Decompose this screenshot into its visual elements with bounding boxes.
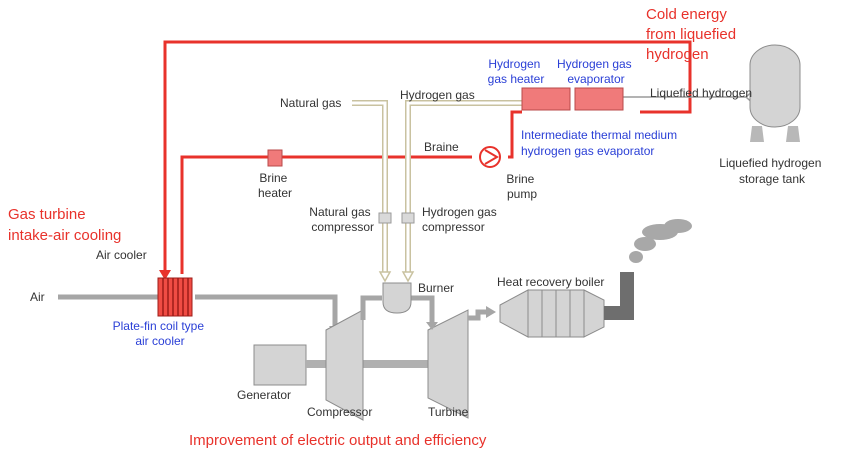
brine-line-bottom xyxy=(180,155,472,274)
text-labels: Cold energy from liquefied hydrogen Hydr… xyxy=(8,6,824,449)
turbine xyxy=(427,309,469,419)
plate-fin-label: Plate-fin coil type air cooler xyxy=(113,319,208,348)
natural-gas-pipe xyxy=(352,100,388,275)
air-label: Air xyxy=(30,290,45,304)
compressor-to-burner-pipe xyxy=(360,295,382,320)
generator-label: Generator xyxy=(237,388,291,402)
cold-energy-label: Cold energy from liquefied hydrogen xyxy=(646,6,740,63)
hydrogen-gas-compressor xyxy=(401,212,415,224)
burner-label: Burner xyxy=(418,281,454,295)
brine-loop xyxy=(159,40,692,280)
turbine-exhaust-pipe xyxy=(468,309,488,321)
liquefied-hydrogen-label: Liquefied hydrogen xyxy=(650,86,752,100)
brine-pump xyxy=(479,146,501,168)
natural-gas-arrow xyxy=(378,271,392,283)
heat-recovery-boiler-label: Heat recovery boiler xyxy=(497,275,604,289)
air-cooler-label: Air cooler xyxy=(96,248,147,262)
brine-line-to-evaporator xyxy=(508,110,522,159)
natural-gas-compressor-label: Natural gas compressor xyxy=(309,205,374,234)
brine-line-top xyxy=(163,40,692,274)
hydrogen-gas-arrow xyxy=(401,271,415,283)
brine-heater xyxy=(267,149,283,167)
hydrogen-gas-label: Hydrogen gas xyxy=(400,88,475,102)
compressor xyxy=(325,309,364,421)
improvement-label: Improvement of electric output and effic… xyxy=(189,432,487,449)
hydrogen-gas-compressor-label: Hydrogen gas compressor xyxy=(422,205,500,234)
hydrogen-gas-evaporator-label: Hydrogen gas evaporator xyxy=(557,57,635,86)
liquefied-hydrogen-storage-tank xyxy=(749,44,801,142)
gas-turbine-plant xyxy=(58,219,692,421)
hydrogen-gas-heater xyxy=(521,87,571,111)
heat-recovery-boiler xyxy=(499,289,622,338)
brine-pump-label: Brine pump xyxy=(506,172,537,201)
generator xyxy=(253,344,307,386)
gas-turbine-cooling-label: Gas turbine intake-air cooling xyxy=(8,206,121,244)
storage-tank-label: Liquefied hydrogen storage tank xyxy=(719,156,824,186)
natural-gas-compressor xyxy=(378,212,392,224)
compressor-label: Compressor xyxy=(307,405,372,419)
intermediate-evaporator-label: Intermediate thermal medium hydrogen gas… xyxy=(521,128,680,158)
hydrogen-gas-pipe xyxy=(405,100,522,275)
stack xyxy=(620,272,634,320)
braine-label: Braine xyxy=(424,140,459,154)
natural-gas-label: Natural gas xyxy=(280,96,341,110)
plate-fin-air-cooler xyxy=(157,277,193,317)
burner-to-turbine-pipe xyxy=(410,295,435,324)
brine-heater-label: Brine heater xyxy=(258,171,292,200)
turbine-label: Turbine xyxy=(428,405,469,419)
air-to-compressor-pipe xyxy=(195,294,338,328)
fuel-pipes xyxy=(352,100,522,283)
hydrogen-gas-evaporator xyxy=(574,87,624,111)
arrow-into-air-cooler xyxy=(159,270,171,280)
hydrogen-equipment xyxy=(267,44,801,168)
shaft xyxy=(306,360,454,368)
hydrogen-gas-heater-label: Hydrogen gas heater xyxy=(488,57,545,86)
burner xyxy=(382,282,412,314)
smoke xyxy=(629,219,692,263)
